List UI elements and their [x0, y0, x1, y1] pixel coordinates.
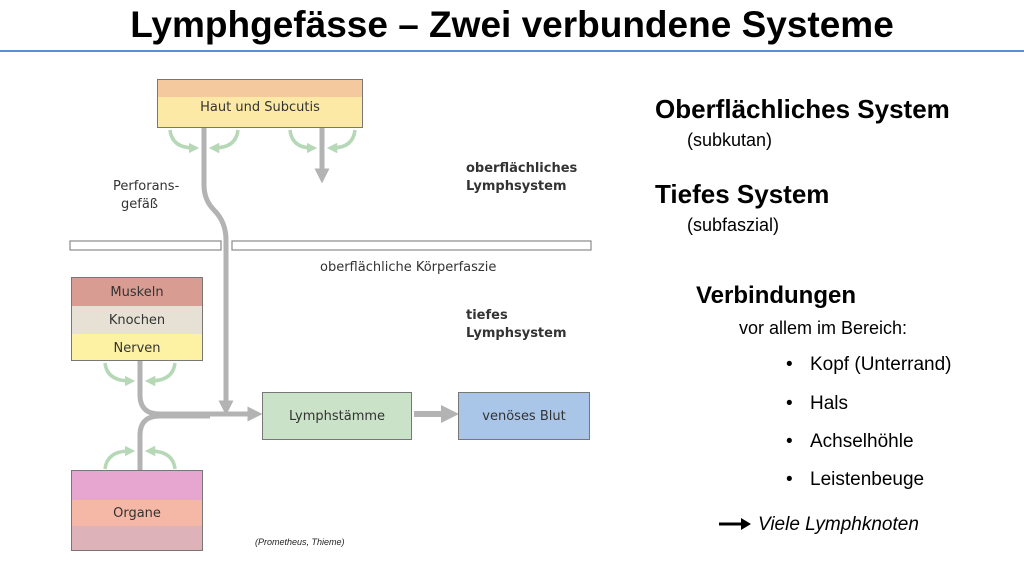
connections-heading: Verbindungen	[696, 282, 857, 309]
list-item: •Leistenbeuge	[786, 469, 925, 490]
band-organe-top	[72, 471, 202, 500]
superficial-system-subtitle: (subkutan)	[687, 130, 773, 150]
band-nerven: Nerven	[72, 334, 202, 360]
box-tissues: Muskeln Knochen Nerven	[71, 277, 203, 361]
conclusion-text: Viele Lymphknoten	[758, 514, 919, 535]
list-item: •Kopf (Unterrand)	[786, 354, 952, 375]
deep-system-subtitle: (subfaszial)	[687, 215, 780, 235]
box-organe: Organe	[71, 470, 203, 551]
fascia-label: oberflächliche Körperfaszie	[320, 260, 497, 275]
haut-band-top	[158, 80, 362, 97]
haut-label: Haut und Subcutis	[200, 99, 320, 115]
deep-system-label: tiefes Lymphsystem	[466, 308, 567, 341]
superficial-system-heading: Oberflächliches System	[655, 94, 950, 124]
deep-vessel-upper	[137, 361, 263, 422]
band-knochen: Knochen	[72, 306, 202, 334]
band-muskeln: Muskeln	[72, 278, 202, 306]
band-organe-bottom	[72, 526, 202, 550]
superficial-system-label: oberflächliches Lymphsystem	[466, 161, 578, 194]
connections-subtitle: vor allem im Bereich:	[739, 318, 908, 338]
box-lymphstaemme: Lymphstämme	[262, 392, 412, 440]
exchange-arrows	[103, 129, 357, 470]
band-organe-mid: Organe	[72, 500, 202, 526]
haut-band-bottom: Haut und Subcutis	[158, 97, 362, 127]
fascia-line	[69, 240, 592, 251]
perforans-vessel	[201, 128, 234, 416]
list-item: •Hals	[786, 393, 849, 414]
deep-system-heading: Tiefes System	[655, 179, 830, 209]
title-rule	[0, 50, 1024, 52]
box-venoeses-blut: venöses Blut	[458, 392, 590, 440]
right-arrow-icon	[719, 518, 751, 530]
box-haut-subcutis: Haut und Subcutis	[157, 79, 363, 128]
list-item: •Achselhöhle	[786, 431, 914, 452]
deep-vessel-lower	[137, 413, 210, 470]
page-title: Lymphgefässe – Zwei verbundene Systeme	[130, 4, 894, 45]
perforans-label: Perforans- gefäß	[113, 179, 180, 212]
source-citation: (Prometheus, Thieme)	[255, 537, 345, 547]
